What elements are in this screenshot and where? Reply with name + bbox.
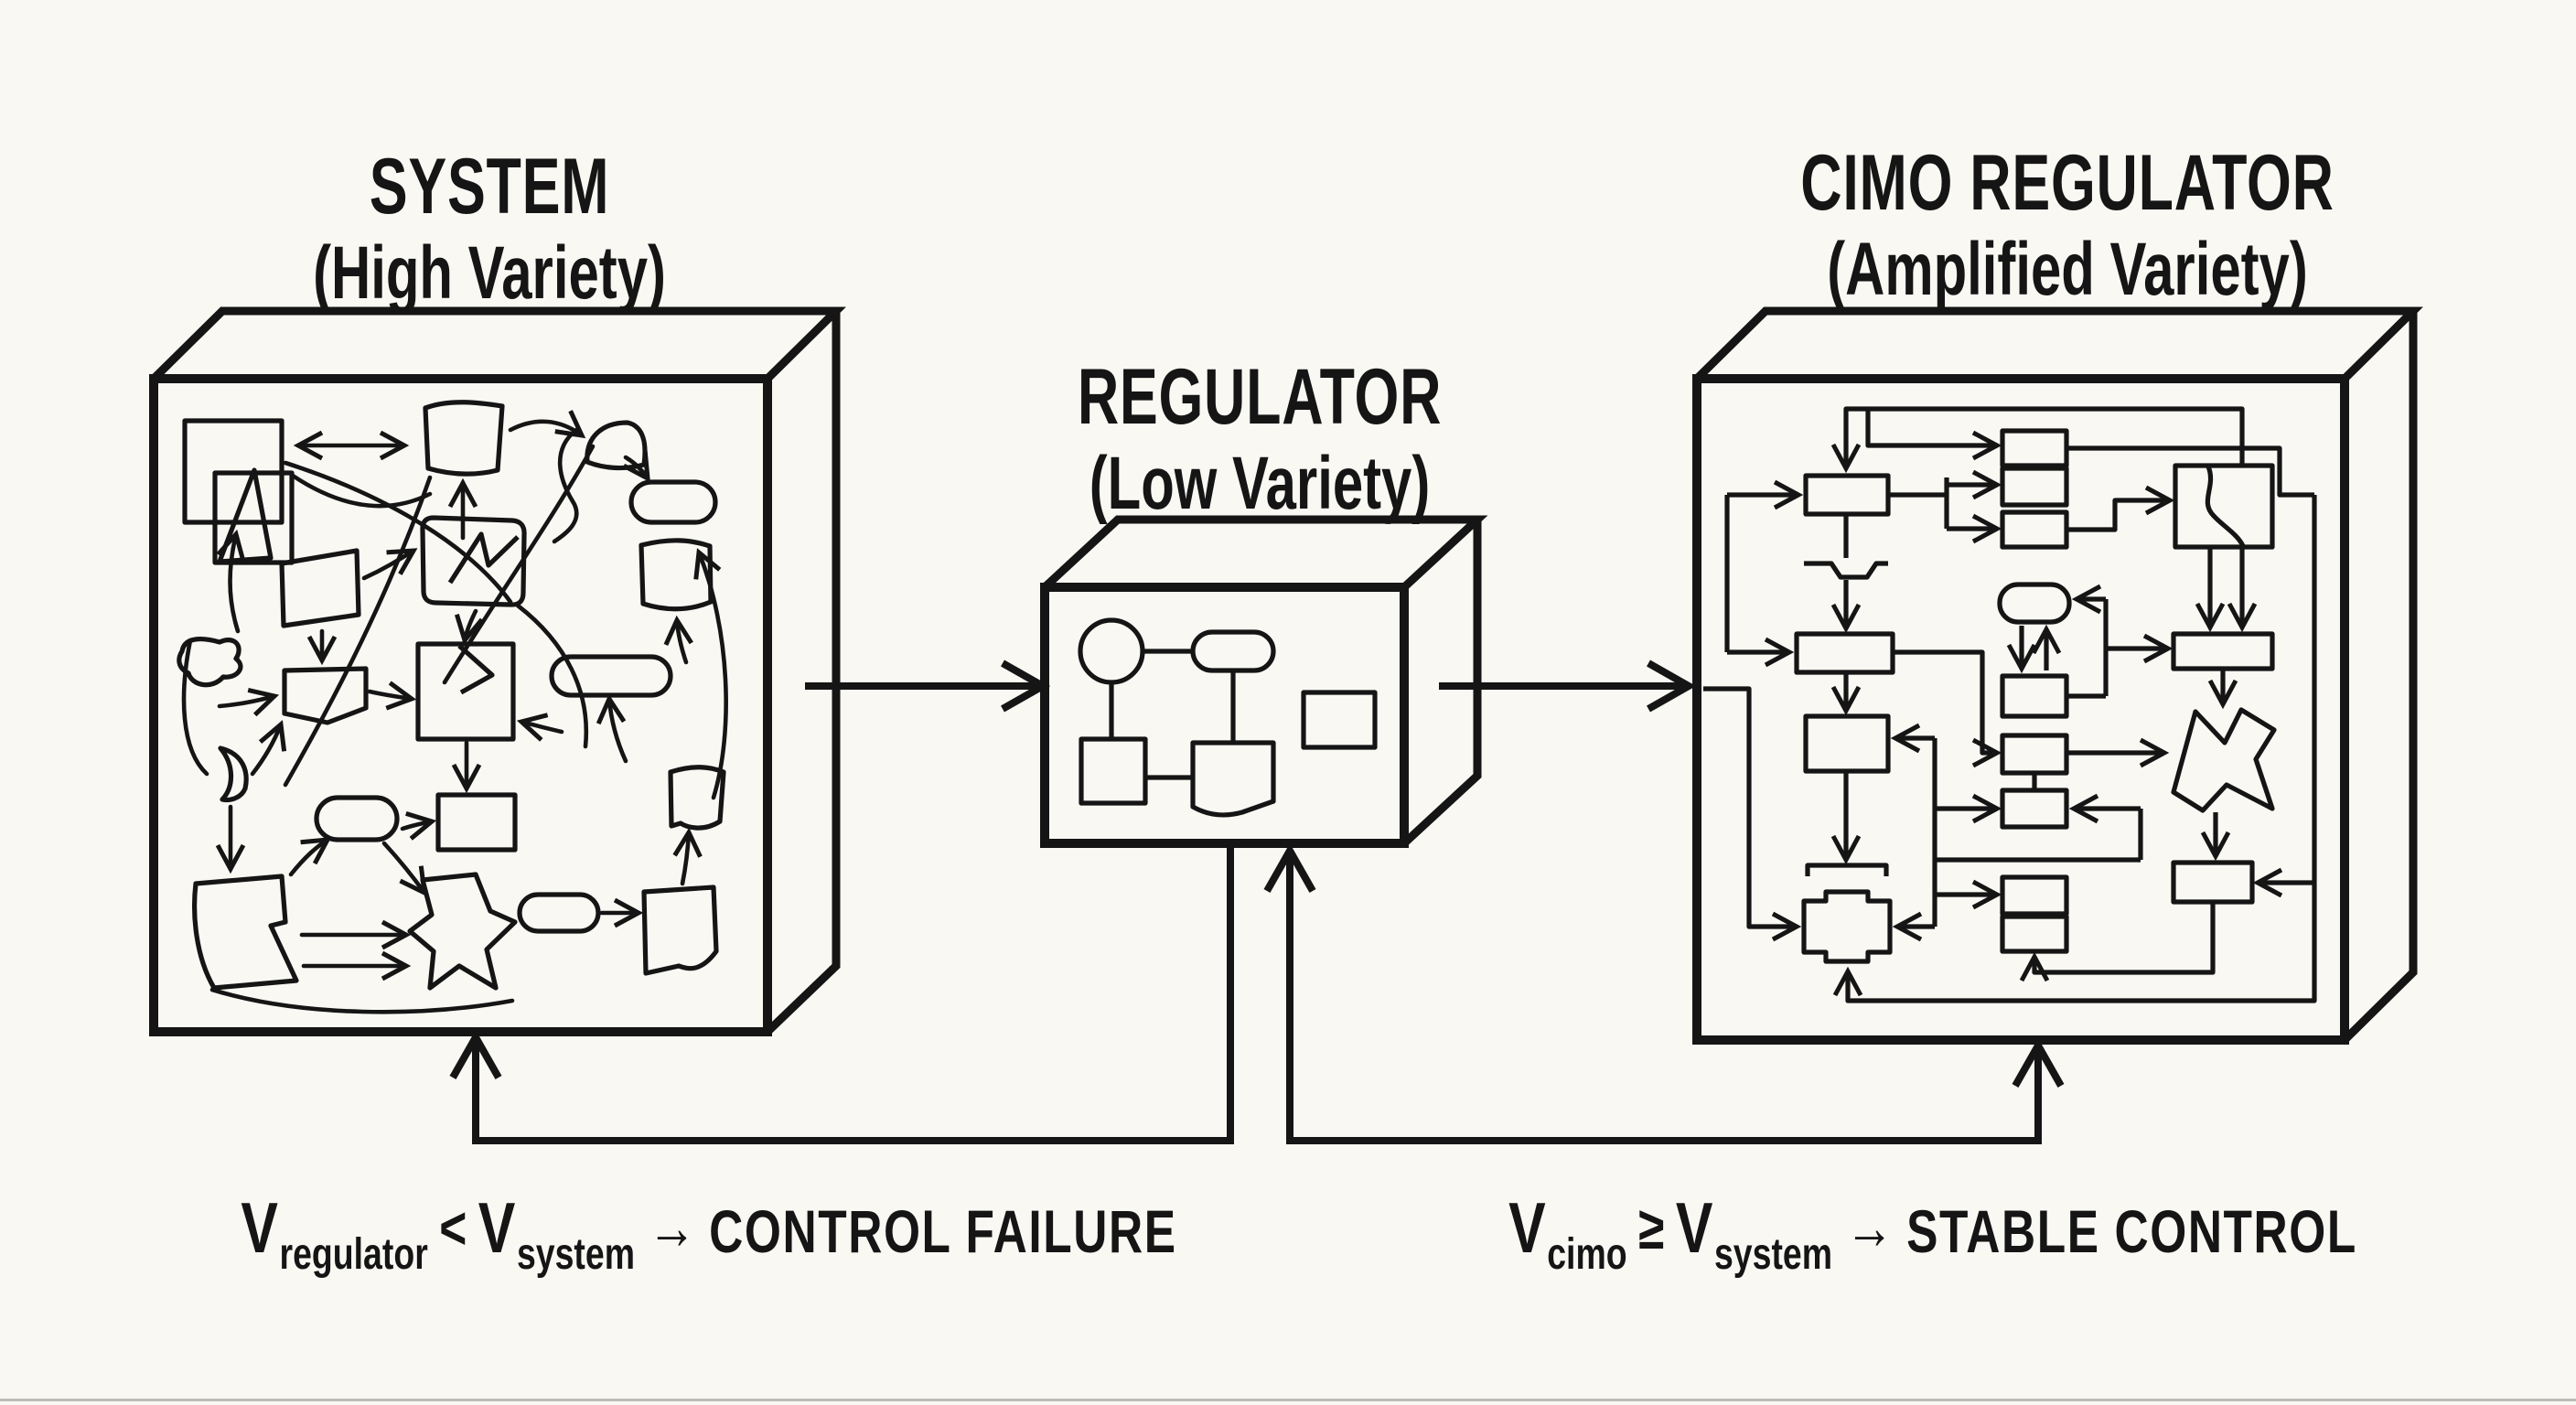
formula-left-result: CONTROL FAILURE <box>709 1197 1177 1265</box>
regulator-title-line2: (Low Variety) <box>1089 442 1431 525</box>
system-title-line1: SYSTEM <box>369 143 610 231</box>
regulator-title: REGULATOR (Low Variety) <box>848 353 1671 527</box>
cimo-title-line1: CIMO REGULATOR <box>1800 139 2334 227</box>
formula-left-v1: V <box>241 1187 278 1268</box>
formula-stable-control: Vcimo≥Vsystem→STABLE CONTROL <box>1247 1176 2576 1300</box>
formula-left-sub2: system <box>516 1230 636 1279</box>
formula-left-v2: V <box>478 1187 516 1268</box>
formula-control-failure: Vregulator<Vsystem→CONTROL FAILURE <box>23 1176 1395 1300</box>
cimo-title-line2: (Amplified Variety) <box>1827 228 2308 311</box>
system-title-line2: (High Variety) <box>313 231 666 315</box>
formula-left-sub1: regulator <box>279 1230 428 1279</box>
cimo-regulator-box <box>1692 306 2423 1045</box>
geq-operator: ≥ <box>1638 1194 1665 1261</box>
regulator-title-line1: REGULATOR <box>1077 353 1443 441</box>
cimo-structured-network <box>1703 406 2317 1003</box>
feedback-regulator-to-system <box>449 847 1234 1144</box>
system-box <box>149 306 846 1036</box>
formula-right-result: STABLE CONTROL <box>1906 1197 2357 1265</box>
formula-right-v2: V <box>1675 1187 1713 1268</box>
formula-right-sub2: system <box>1713 1230 1833 1279</box>
system-chaotic-network <box>177 400 728 1014</box>
formula-right-sub1: cimo <box>1547 1230 1627 1279</box>
implies-arrow-left: → <box>648 1193 697 1262</box>
implies-arrow-right: → <box>1845 1193 1894 1262</box>
regulator-simple-flowchart <box>1078 617 1378 818</box>
formula-right-v1: V <box>1508 1187 1546 1268</box>
scan-edge-line <box>0 1399 2576 1401</box>
feedback-loop-regulator-cimo <box>1263 842 2065 1144</box>
cimo-title: CIMO REGULATOR (Amplified Variety) <box>1656 139 2479 313</box>
less-than-operator: < <box>439 1194 467 1261</box>
system-title: SYSTEM (High Variety) <box>78 143 901 316</box>
